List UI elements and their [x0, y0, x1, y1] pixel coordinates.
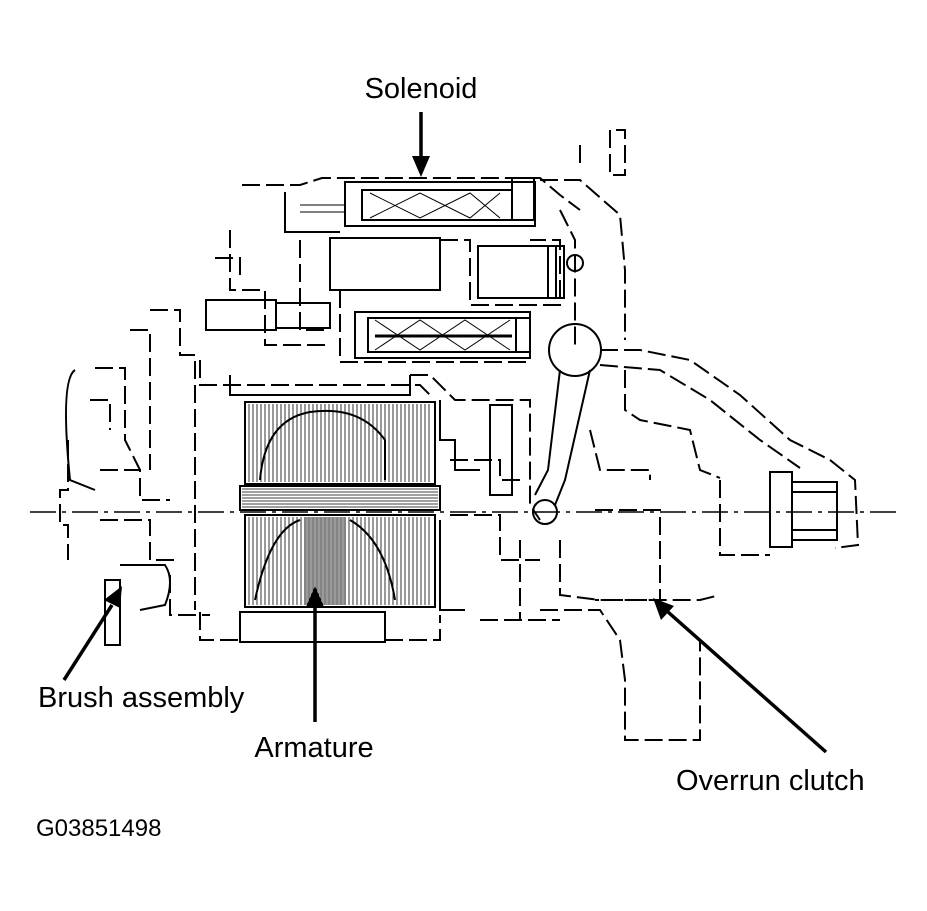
gear-section — [410, 374, 541, 611]
figure-id: G03851498 — [36, 815, 161, 842]
overrun-clutch-arrow — [653, 598, 828, 754]
overrun-clutch-label: Overrun clutch — [676, 765, 865, 797]
solenoid-arrow — [412, 112, 430, 177]
armature-laminations — [242, 404, 438, 605]
housing-top-right — [540, 129, 626, 350]
shift-lever — [532, 254, 602, 525]
brush-assembly-label: Brush assembly — [38, 682, 245, 714]
solenoid-label: Solenoid — [365, 73, 478, 105]
solenoid-body — [205, 177, 581, 363]
armature-core — [199, 360, 441, 643]
armature-label: Armature — [254, 732, 373, 764]
drive-housing — [480, 349, 860, 741]
armature-arrow — [306, 586, 324, 722]
brush-assembly-arrow — [62, 586, 122, 681]
rear-cover — [59, 309, 210, 646]
